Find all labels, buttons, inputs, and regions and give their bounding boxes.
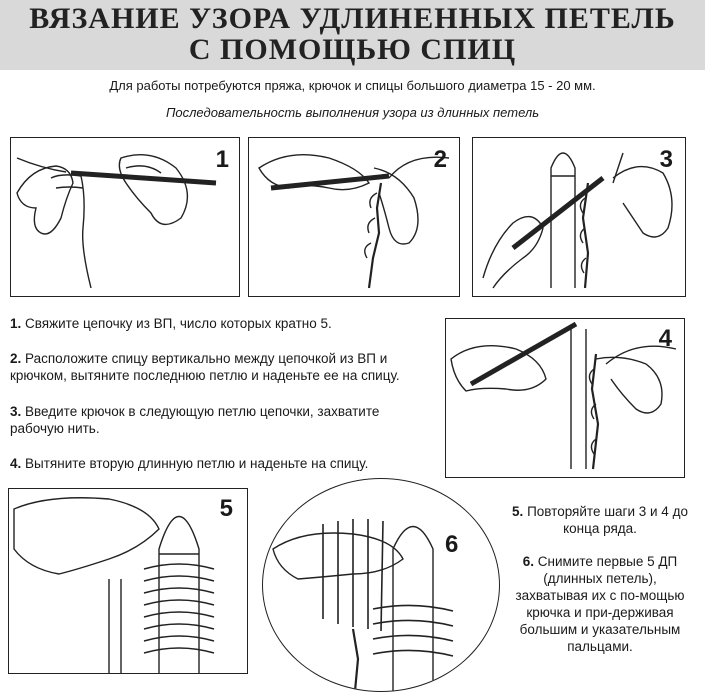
figure-4: 4 xyxy=(445,318,685,478)
step-6: 6. Снимите первые 5 ДП (длинных петель),… xyxy=(515,554,685,654)
figure-3: 3 xyxy=(472,137,686,297)
figure-5-number: 5 xyxy=(219,495,233,522)
step-3: 3. Введите крючок в следующую петлю цепо… xyxy=(10,404,380,436)
figure-6-number: 6 xyxy=(445,531,459,558)
step-5: 5. Повторяйте шаги 3 и 4 до конца ряда. xyxy=(512,504,688,536)
figure-2-illustration xyxy=(258,153,450,289)
subtitle: Последовательность выполнения узора из д… xyxy=(165,105,540,120)
figure-5: 5 xyxy=(8,488,248,674)
intro-text: Для работы потребуются пряжа, крючок и с… xyxy=(109,78,596,93)
step-1: 1. Свяжите цепочку из ВП, число которых … xyxy=(10,316,332,331)
figure-1: 1 xyxy=(10,137,240,297)
title-band xyxy=(0,0,705,70)
figure-4-number: 4 xyxy=(658,325,672,352)
page-title-line2: С ПОМОЩЬЮ СПИЦ xyxy=(188,33,517,66)
figure-3-number: 3 xyxy=(659,146,673,173)
page-title: ВЯЗАНИЕ УЗОРА УДЛИНЕННЫХ ПЕТЕЛЬ xyxy=(29,2,676,35)
figure-6: 6 xyxy=(262,478,500,692)
figure-1-illustration xyxy=(16,154,217,289)
figure-6-illustration xyxy=(272,519,454,691)
step-4: 4. Вытяните вторую длинную петлю и наден… xyxy=(10,456,369,471)
figure-4-illustration xyxy=(450,321,677,470)
figure-1-number: 1 xyxy=(215,146,229,173)
figure-2-number: 2 xyxy=(433,146,447,173)
step-2: 2. Расположите спицу вертикально между ц… xyxy=(10,351,400,383)
figure-3-illustration xyxy=(482,152,673,289)
figure-2: 2 xyxy=(248,137,460,297)
figure-5-illustration xyxy=(13,497,215,673)
